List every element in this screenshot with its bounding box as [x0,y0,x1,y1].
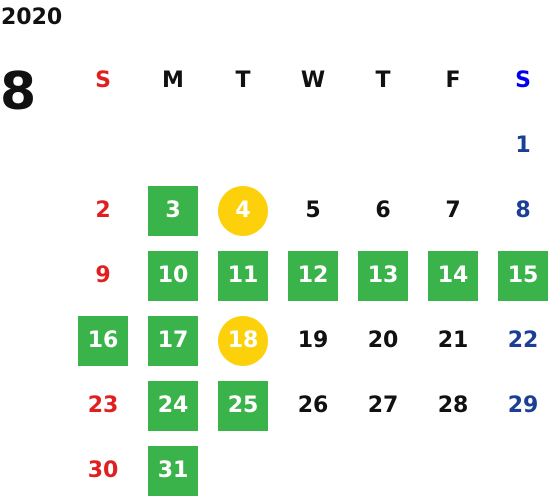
day-number: 14 [428,250,478,301]
day-6[interactable]: 6 [348,178,418,243]
day-number: 28 [437,393,469,418]
day-number: 12 [288,250,338,301]
day-20[interactable]: 20 [348,308,418,373]
day-28[interactable]: 28 [418,373,488,438]
empty-day-cell [138,113,208,178]
day-8[interactable]: 8 [488,178,548,243]
day-number: 13 [358,250,408,301]
day-number: 15 [498,250,548,301]
empty-day-cell [68,113,138,178]
day-number: 2 [95,198,111,223]
weekday-sunday: S [95,68,111,93]
empty-day-cell [278,113,348,178]
weekday-thursday: T [375,68,391,93]
day-7[interactable]: 7 [418,178,488,243]
empty-day-cell [208,113,278,178]
day-number: 22 [507,328,539,353]
day-number: 18 [218,315,268,366]
year-label: 2020 [1,5,63,30]
day-17[interactable]: 17 [138,308,208,373]
day-number: 17 [148,315,198,366]
day-31[interactable]: 31 [138,438,208,503]
day-number: 7 [445,198,461,223]
day-number: 23 [87,393,119,418]
day-number: 26 [297,393,329,418]
day-number: 20 [367,328,399,353]
day-15[interactable]: 15 [488,243,548,308]
day-number: 16 [78,315,128,366]
empty-day-cell [418,113,488,178]
day-number: 24 [148,380,198,431]
day-number: 30 [87,458,119,483]
day-number: 27 [367,393,399,418]
day-number: 10 [148,250,198,301]
day-number: 11 [218,250,268,301]
day-1[interactable]: 1 [488,113,548,178]
day-21[interactable]: 21 [418,308,488,373]
day-9[interactable]: 9 [68,243,138,308]
day-25[interactable]: 25 [208,373,278,438]
day-number: 5 [305,198,321,223]
day-24[interactable]: 24 [138,373,208,438]
day-12[interactable]: 12 [278,243,348,308]
day-11[interactable]: 11 [208,243,278,308]
day-19[interactable]: 19 [278,308,348,373]
day-number: 19 [297,328,329,353]
empty-day-cell [348,113,418,178]
day-27[interactable]: 27 [348,373,418,438]
day-23[interactable]: 23 [68,373,138,438]
day-number: 8 [515,198,531,223]
day-number: 29 [507,393,539,418]
day-number: 21 [437,328,469,353]
day-number: 3 [148,185,198,236]
weekday-wednesday: W [300,68,326,93]
month-label: 8 [0,62,37,122]
day-number: 4 [218,185,268,236]
weekday-tuesday: T [235,68,251,93]
day-number: 31 [148,445,198,496]
weekday-saturday: S [515,68,531,93]
day-30[interactable]: 30 [68,438,138,503]
day-5[interactable]: 5 [278,178,348,243]
day-26[interactable]: 26 [278,373,348,438]
day-18[interactable]: 18 [208,308,278,373]
day-number: 1 [515,133,531,158]
day-14[interactable]: 14 [418,243,488,308]
day-number: 9 [95,263,111,288]
day-4[interactable]: 4 [208,178,278,243]
day-10[interactable]: 10 [138,243,208,308]
weekday-monday: M [162,68,184,93]
day-3[interactable]: 3 [138,178,208,243]
day-13[interactable]: 13 [348,243,418,308]
weekday-friday: F [445,68,461,93]
day-number: 6 [375,198,391,223]
day-2[interactable]: 2 [68,178,138,243]
day-22[interactable]: 22 [488,308,548,373]
day-number: 25 [218,380,268,431]
day-16[interactable]: 16 [68,308,138,373]
day-29[interactable]: 29 [488,373,548,438]
